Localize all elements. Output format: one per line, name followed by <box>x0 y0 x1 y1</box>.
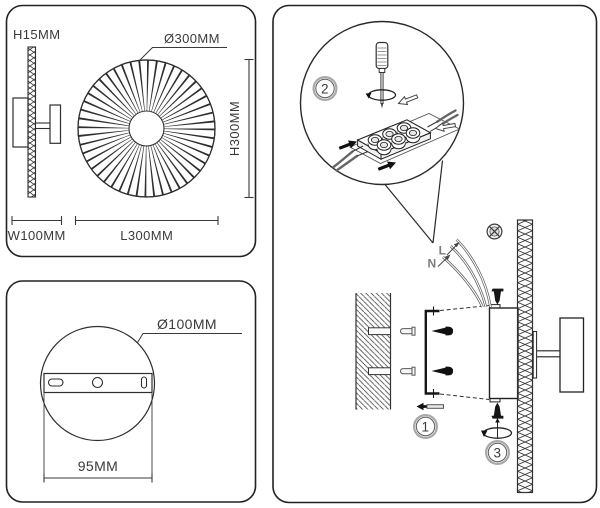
insert-arrow-solid <box>338 140 357 150</box>
drill-hole <box>368 367 391 376</box>
screwdriver-icon <box>375 41 389 109</box>
insert-arrow-outline <box>434 122 457 132</box>
dim-dia300: Ø300MM <box>139 31 227 61</box>
dim-dia300-label: Ø300MM <box>164 31 220 46</box>
disc-spokes <box>78 60 215 197</box>
wall-plug-icon <box>400 326 416 336</box>
wire-pointer-arrow <box>437 254 451 267</box>
slot-right <box>140 376 148 389</box>
callout-tail-line <box>432 160 444 244</box>
lamp-head-side <box>559 317 585 393</box>
dim-l300: L300MM <box>74 216 219 243</box>
lamp-head-side <box>49 104 62 144</box>
screw-icon <box>431 366 454 376</box>
drill-hole <box>368 327 391 336</box>
insert-arrow-outline <box>397 94 419 106</box>
rotation-arrow-icon <box>365 89 397 101</box>
wall-plug-icon <box>400 366 416 376</box>
stem-hub <box>532 331 538 379</box>
keyhole-slot-left <box>47 378 64 387</box>
dim-dia100: Ø100MM <box>137 316 242 343</box>
step-1-badge: 1 <box>413 414 439 440</box>
panel-product-dimensions: H15MM Ø300MM H300MM W100MM L300MM <box>8 27 254 243</box>
terminal-screw-head-icon <box>486 223 503 240</box>
terminal-cylinders <box>367 122 421 156</box>
step-2-badge: 2 <box>312 75 338 101</box>
stem-side <box>34 122 51 130</box>
insert-arrow-solid <box>377 161 396 171</box>
dim-w100: W100MM <box>8 216 66 243</box>
lamp-side-view-install <box>516 219 585 494</box>
disc-hub-circle <box>128 110 165 147</box>
dia300-leader-line <box>139 47 227 61</box>
dim-95-label: 95MM <box>78 458 119 474</box>
wall-section <box>355 293 392 410</box>
panel-installation: 2 <box>299 20 585 494</box>
step-2-number: 2 <box>321 81 329 96</box>
supply-wires <box>442 238 492 308</box>
dim-w100-label: W100MM <box>8 228 66 243</box>
dim-h15-label: H15MM <box>13 27 61 42</box>
wire-pointer-arrow <box>446 242 460 256</box>
dim-95: 95MM <box>43 393 153 483</box>
screw-icon <box>431 326 454 336</box>
rotation-arrow-icon <box>481 418 513 439</box>
dim-h300-label: H300MM <box>227 101 242 156</box>
dim-h300: H300MM <box>227 58 254 199</box>
lamp-front-view <box>77 59 216 198</box>
neutral-wire-label: N <box>427 257 436 271</box>
screw-icon <box>426 404 444 409</box>
lamp-side-view <box>12 46 62 198</box>
canopy-side <box>12 97 29 148</box>
step-1-screw <box>416 402 444 411</box>
wire-left <box>332 145 369 172</box>
alignment-dash <box>439 393 490 400</box>
mounting-bracket <box>424 306 440 398</box>
step-3-number: 3 <box>494 445 502 460</box>
screw-icon <box>491 402 504 419</box>
dia100-leader-line <box>137 333 242 343</box>
disc-edge <box>27 46 37 198</box>
step-1-number: 1 <box>422 419 430 434</box>
disc-edge <box>516 219 534 494</box>
dim-dia100-label: Ø100MM <box>157 316 217 332</box>
terminal-block-icon <box>356 119 432 161</box>
left-arrow-icon <box>416 402 427 411</box>
panel-mounting-plate: Ø100MM 95MM <box>39 316 242 483</box>
step-3-badge: 3 <box>485 440 511 466</box>
callout-tail-line <box>384 184 434 244</box>
center-hole <box>91 376 104 389</box>
lamp-canopy <box>488 304 519 403</box>
screw-icon <box>491 288 504 305</box>
live-wire-label: L <box>439 244 447 258</box>
dim-l300-label: L300MM <box>120 228 173 243</box>
